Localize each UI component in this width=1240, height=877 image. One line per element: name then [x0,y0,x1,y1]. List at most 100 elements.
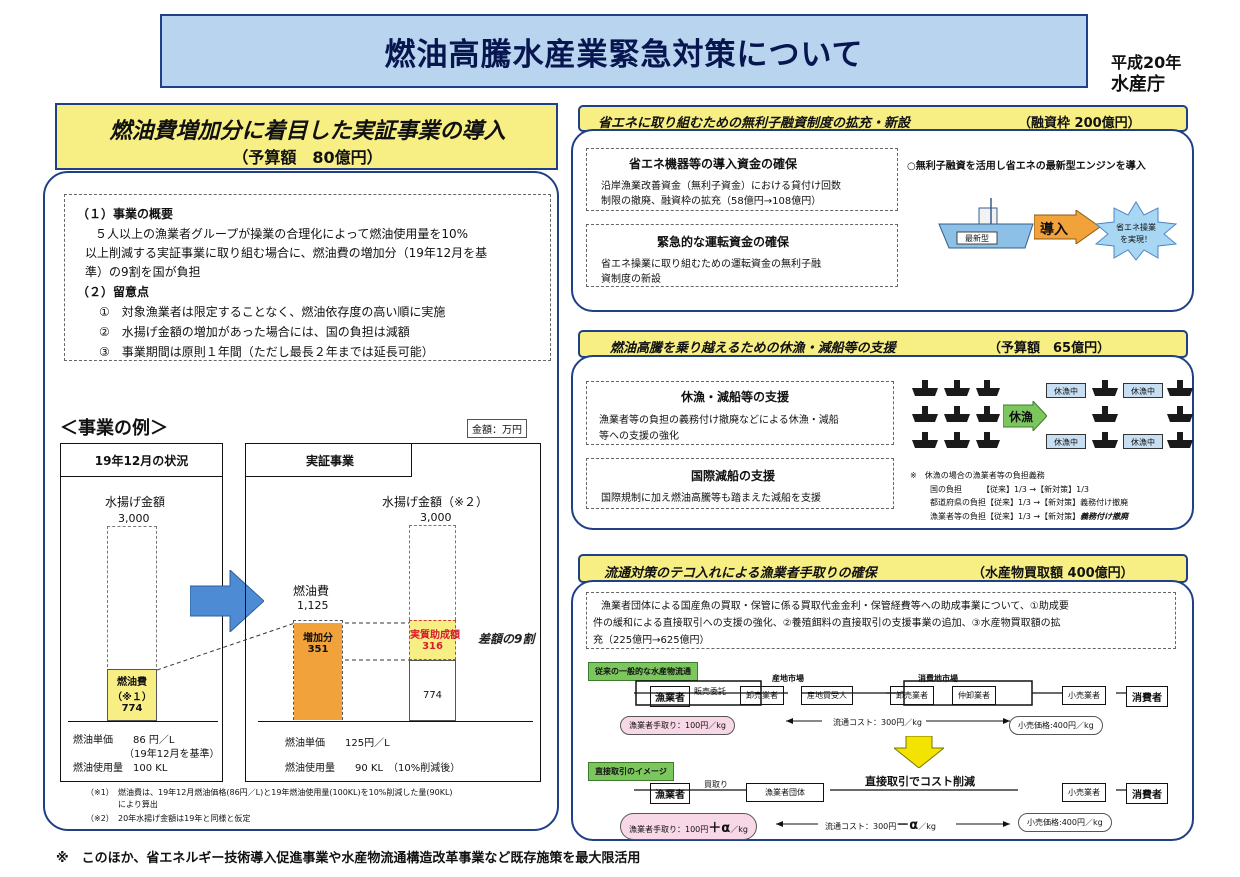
section3-desc-2: 件の緩和による直接取引への支援の強化、②養殖餌料の直接取引の支援事業の追加、③水… [593,618,1061,629]
fleet-right [1166,380,1196,455]
after-landing-bar [409,525,456,620]
section3-desc-box: 漁業者団体による国産魚の買取・保管に係る買取代金金利・保管経費等への助成事業につ… [586,592,1176,649]
intro-arrow: 導入 [1033,209,1101,245]
flow1-consumer: 消費者 [1126,686,1168,707]
before-landing-label: 水揚げ金額 [105,495,166,509]
note-2: ② 水揚げ金額の増加があった場合には、国の負担は減額 [99,325,410,339]
after-base-value: 774 [422,690,443,701]
comparison-lines [157,622,409,671]
section1-box2-line-1: 省エネ操業に取り組むための運転資金の無利子融 [601,259,821,270]
flow1-fisher: 漁業者 [650,686,690,707]
before-label-box: 19年12月の状況 [60,443,223,477]
section3-panel [571,580,1194,841]
nine-label: 差額の9割 [478,632,535,646]
flow2-lines [634,789,1126,827]
burden-line-1: 国の負担 【従来】1/3 →【新対策】1/3 [930,485,1089,494]
summary-heading: （１）事業の概要 [77,207,174,221]
footer-note: ※ このほか、省エネルギー技術導入促進事業や水産物流通構造改革事業など既存施策を… [56,851,641,866]
after-base-box: 774 [409,660,456,721]
notes-heading: （２）留意点 [77,285,150,299]
section3-title: 流通対策のテコ入れによる漁業者手取りの確保 [604,566,877,581]
after-fuel-base-bar [294,660,342,720]
before-fuel-label: 燃油費 [117,677,147,688]
flow2-title: 直接取引のイメージ [588,762,674,781]
flow2-retailer: 小売業者 [1062,783,1106,802]
before-landing-value: 3,000 [118,512,150,525]
after-label: 実証事業 [306,453,355,468]
flow1-lines [634,680,1126,724]
flow2-cost-cut: 直接取引でコスト削減 [865,775,975,788]
production-market: 産地市場 [772,674,804,683]
fleet-middle [1090,380,1124,455]
before-fuel-note: （※１） [112,692,152,703]
svg-text:を実現！: を実現！ [1120,234,1152,244]
rest-tag-3: 休漁中 [1046,434,1086,449]
section2-box1-title: 休漁・減船等の支援 [681,390,790,404]
footnote-1-line-2: により算出 [118,800,158,809]
section1-box1-line-2: 制限の撤廃、融資枠の拡充（58億円→108億円） [601,196,822,207]
section1-title-note: （融資枠 200億円） [1018,116,1141,131]
flow2-purchase: 買取り [704,780,728,789]
flow2-fisher: 漁業者 [650,783,690,804]
flow2-cost: 流通コスト：300円－α／kg [825,818,936,833]
flow2-consumer: 消費者 [1126,783,1168,804]
before-unit-note: （19年12月を基準） [124,749,220,760]
section2-box2-title: 国際減船の支援 [691,469,776,483]
summary-line-2: 以上削減する実証事業に取り組む場合に、燃油費の増加分（19年12月を基 [85,246,488,260]
before-unit-price: 燃油単価 86 円／L [73,735,175,746]
section1-box2-title: 緊急的な運転資金の確保 [657,235,790,249]
section2-title-note: （予算額 65億円） [988,341,1111,356]
summary-box: （１）事業の概要 ５人以上の漁業者グループが操業の合理化によって燃油使用量を10… [64,194,551,361]
rest-arrow: 休漁 [1002,399,1048,434]
after-landing-value: 3,000 [420,511,452,524]
rest-tag-1: 休漁中 [1046,383,1086,398]
section1-bullet: ○無利子融資を活用し省エネの最新型エンジンを導入 [907,161,1146,172]
footnote-2-text: 20年水揚げ金額は19年と同様と仮定 [118,814,251,823]
before-label: 19年12月の状況 [94,453,189,468]
result-burst-icon: 省エネ操業 を実現！ [1094,201,1178,261]
note-1: ① 対象漁業者は限定することなく、燃油依存度の高い順に実施 [99,305,446,319]
agency: 水産庁 [1111,74,1165,95]
flow1-take: 漁業者手取り：100円／kg [620,716,735,735]
consumption-market: 消費地市場 [918,674,958,683]
increase-bar: 増加分 351 [294,623,342,660]
after-fuel-value: 1,125 [297,599,329,612]
after-unit-price: 燃油単価 125円／L [285,738,390,749]
flow1-consign: 販売委託 [694,687,726,696]
section2-box2: 国際減船の支援 国際規制に加え燃油高騰等も踏まえた減船を支援 [586,458,894,509]
unit-label: 金額：万円 [467,419,527,438]
subsidy-value: 316 [422,641,443,652]
increase-label: 増加分 [303,633,333,644]
footnote-2-mark: （※2） [86,814,114,823]
flow1-cost: 流通コスト：300円／kg [833,718,922,727]
left-budget: （予算額 80億円） [232,148,383,167]
subsidy-label: 実質助成額 [410,630,460,641]
svg-text:省エネ操業: 省エネ操業 [1116,222,1156,232]
section3-desc-1: 漁業者団体による国産魚の買取・保管に係る買取代金金利・保管経費等への助成事業につ… [601,601,1069,612]
flow2-retail: 小売価格:400円／kg [1018,813,1112,832]
section1-title: 省エネに取り組むための無利子融資制度の拡充・新設 [598,116,911,131]
ship-icon: 最新型 [938,198,1034,249]
title-banner: 燃油高騰水産業緊急対策について [160,14,1088,88]
section3-desc-3: 充（225億円→625億円） [593,635,710,646]
fleet-left [910,380,1000,455]
before-fuel-bar: 燃油費 （※１） 774 [107,669,157,721]
flow1-retail: 小売価格:400円／kg [1009,716,1103,735]
section1-box2: 緊急的な運転資金の確保 省エネ操業に取り組むための運転資金の無利子融 資制度の新… [586,224,898,287]
ship-model-label: 最新型 [965,233,989,243]
before-landing-bar [107,526,157,672]
burden-line-2: 都道府県の負担【従来】1/3 →【新対策】義務付け撤廃 [930,498,1129,507]
summary-line-1: ５人以上の漁業者グループが操業の合理化によって燃油使用量を10% [95,227,468,241]
flow1-wholesaler-2: 卸売業者 [890,686,934,705]
rest-tag-4: 休漁中 [1123,434,1163,449]
section2-box1-line-1: 漁業者等の負担の義務付け撤廃などによる休漁・減船 [599,415,839,426]
flow1-retailer: 小売業者 [1062,686,1106,705]
section1-box1-line-1: 沿岸漁業改善資金（無利子資金）における貸付け回数 [601,181,841,192]
after-baseline [258,721,533,722]
summary-line-3: 準）の9割を国が負担 [85,265,201,279]
flow2-group: 漁業者団体 [746,783,824,802]
before-panel [60,477,223,782]
after-fuel-label: 燃油費 [293,584,330,598]
year: 平成20年 [1111,53,1182,72]
footnote-1-line-1: 燃油費は、19年12月燃油価格(86円／L)と19年燃油使用量(100KL)を1… [118,788,453,797]
